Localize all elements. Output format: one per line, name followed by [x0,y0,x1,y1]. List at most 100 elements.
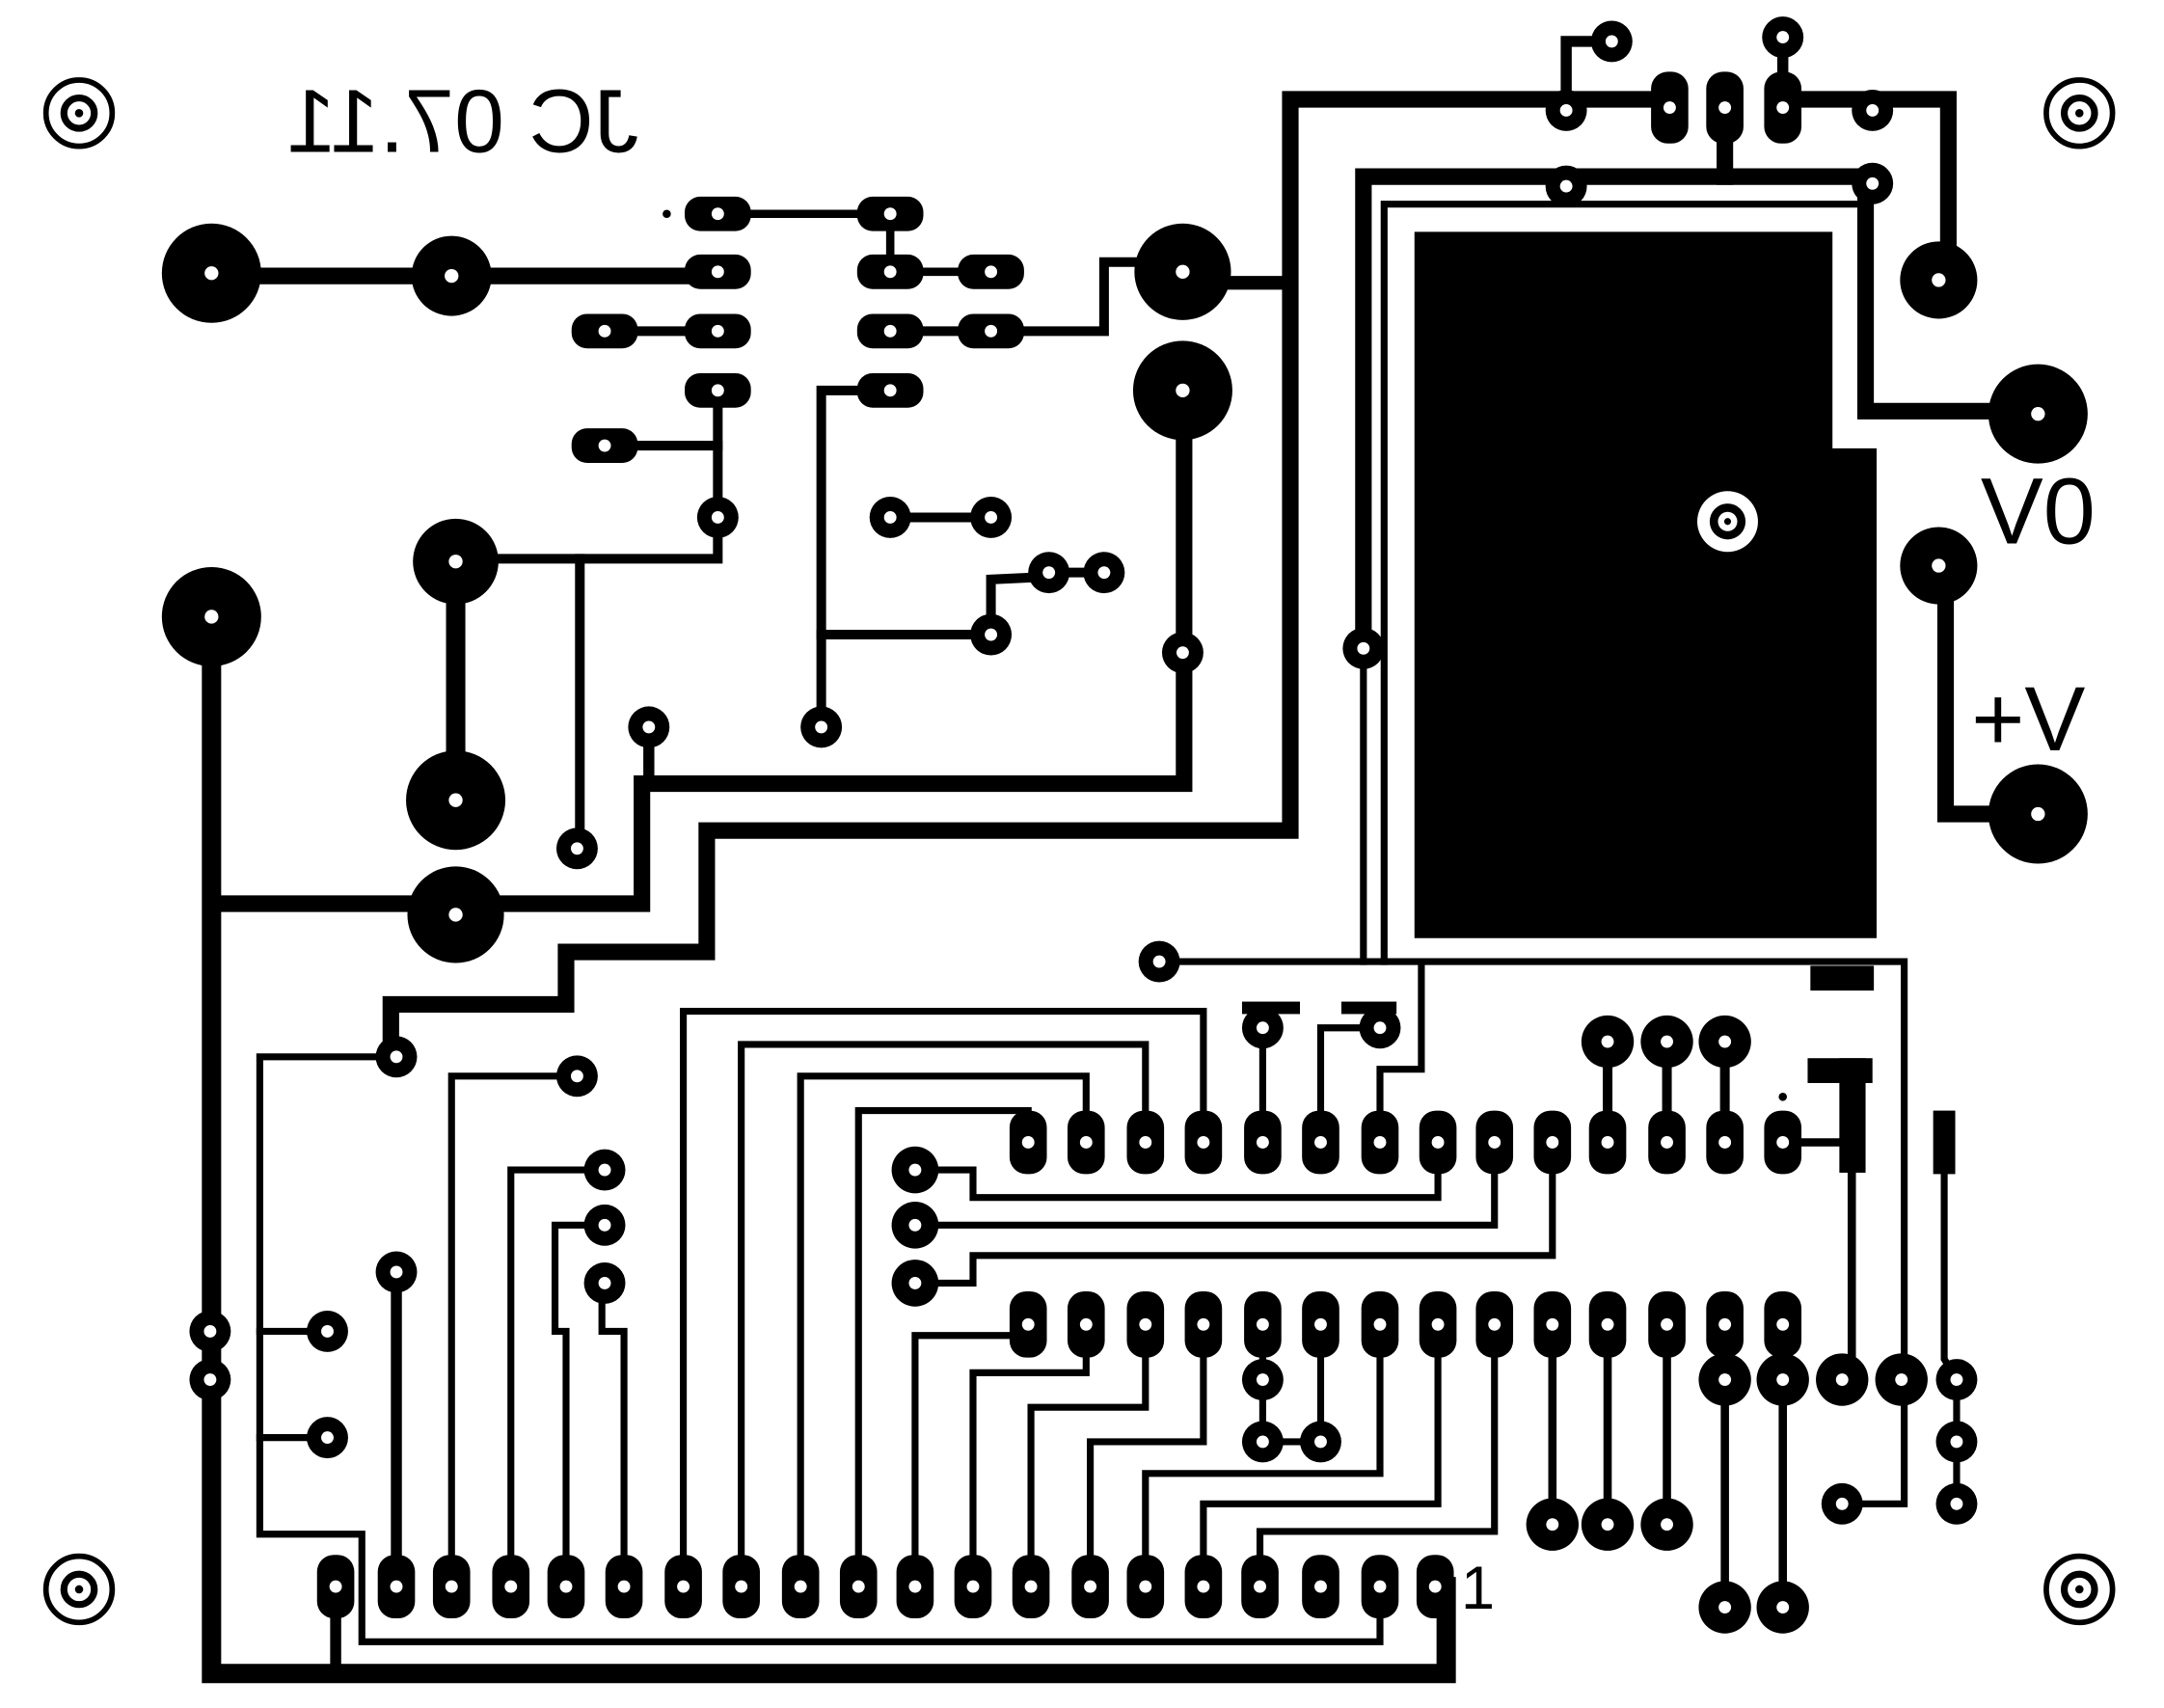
drill-hole [504,1580,518,1593]
drill-hole [1373,1580,1387,1593]
large-terminal-pad [413,518,499,605]
oval-pad [685,372,751,408]
drill-hole [445,1580,458,1593]
trace [1380,201,1860,965]
drill-hole [908,1580,922,1593]
connector-pin-pad [547,1555,585,1619]
through-hole-pad [1241,1421,1284,1463]
through-hole-pad [628,706,670,748]
regulator-pin-pad [1651,71,1689,144]
drill-hole [1176,264,1190,279]
mounting-hole-outer-ring [42,1553,116,1626]
mounting-hole [2043,1553,2116,1626]
drill-hole [1431,1317,1445,1331]
through-hole-pad [307,1311,348,1352]
drill-hole [711,511,724,524]
ic-pin-pad [1009,1290,1047,1358]
through-hole-pad [1359,1007,1401,1049]
large-terminal-pad [1900,241,1978,319]
large-terminal-pad [1132,340,1232,441]
oval-pad [685,313,751,349]
ic-pin-pad [1302,1290,1339,1358]
drill-hole [1314,1580,1327,1593]
drill-hole [448,908,463,922]
drill-hole [1079,1317,1093,1331]
drill-hole [1718,1601,1732,1614]
drill-hole [1152,955,1166,968]
drill-hole [883,207,897,221]
drill-hole [852,1580,865,1593]
drill-hole [1895,1373,1908,1386]
drill-hole [1601,1035,1614,1048]
drill-hole [1097,566,1111,580]
mounting-hole-outer-ring [42,77,116,149]
ic-pin-pad [1184,1290,1223,1358]
ic-pin-pad [1361,1290,1399,1358]
through-hole-pad [1161,632,1204,674]
through-hole-pad [869,496,911,538]
drill-hole [570,1070,583,1083]
trace [1856,175,2046,420]
copper-bar [1933,1110,1956,1175]
through-hole-pad [970,496,1013,538]
connector-pin-pad [839,1555,878,1619]
ic-pin-pad [1648,1290,1686,1358]
mounting-hole-center [2074,109,2084,118]
drill-hole [711,384,724,397]
drill-hole [559,1580,573,1593]
ic-pin-pad [1648,1110,1686,1175]
through-hole-pad [1852,89,1894,131]
drill-hole [711,207,724,221]
drill-hole [1256,1317,1269,1331]
connector-pin-pad [1302,1555,1339,1619]
drill-hole [908,1276,922,1289]
drill-hole [390,1265,403,1279]
connector-pin-pad [1126,1555,1165,1619]
trace [797,1072,1090,1590]
oval-pad [571,313,638,349]
large-component-pad [1640,1015,1693,1069]
ic-pin-pad [1706,1290,1744,1358]
drill-hole [985,324,998,338]
oval-pad [685,196,751,231]
ic-pin-pad [1244,1290,1282,1358]
mounting-hole-inner-ring [2060,94,2098,132]
drill-hole [883,384,897,397]
drill-hole [1314,1317,1327,1331]
ic-pin-pad [1475,1110,1514,1175]
drill-hole [1950,1435,1963,1449]
drill-hole [204,610,219,624]
ic-pin-pad [1533,1110,1572,1175]
drill-hole [598,324,611,338]
mounting-hole [42,77,116,149]
ic-pin-pad [1764,1110,1802,1175]
through-hole-pad [1821,1482,1863,1525]
mounting-hole-inner-ring [60,94,98,132]
through-hole-pad [891,1260,939,1307]
connector-pin-pad [1416,1555,1454,1619]
drill-hole [1256,1021,1269,1035]
large-component-pad [1698,1353,1751,1406]
drill-hole [1661,1035,1673,1048]
connector-pin-pad [1012,1555,1050,1619]
drill-hole [1866,104,1880,117]
large-terminal-pad [1988,764,2088,864]
drill-hole [1139,1136,1152,1149]
connector-pin-pad [1071,1555,1109,1619]
drill-hole [1024,1580,1038,1593]
pad-layer [161,16,2088,1634]
drill-hole [1661,1136,1673,1149]
drill-hole [2031,407,2045,421]
large-component-pad [1816,1353,1869,1406]
drill-hole [598,439,611,452]
drill-hole [321,1431,334,1445]
ic-pin-pad [1706,1110,1744,1175]
ic-pin-pad [1126,1290,1165,1358]
through-hole-pad [1342,627,1385,669]
drill-hole [1950,1497,1963,1510]
trace [551,1221,609,1590]
through-hole-pad [583,1261,626,1304]
drill-hole [1254,1580,1266,1593]
drill-hole [1661,1317,1673,1331]
drill-hole [1176,646,1189,660]
